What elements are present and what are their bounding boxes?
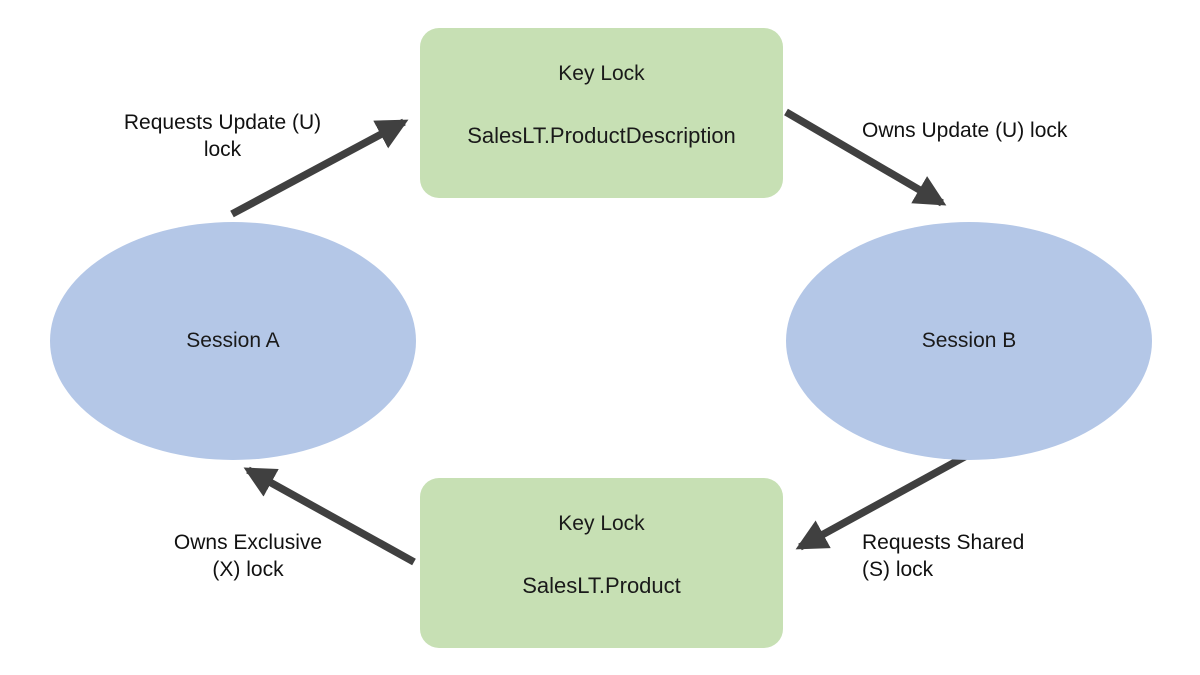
edge-session-b-to-key-lock-product	[795, 451, 970, 551]
node-key-lock-product-description-subtitle: SalesLT.ProductDescription	[467, 123, 736, 148]
edge-key-lock-product-to-session-a	[243, 466, 416, 566]
node-key-lock-product[interactable]: Key Lock SalesLT.Product	[420, 478, 783, 648]
edge-session-a-to-key-lock-product-description	[230, 118, 409, 218]
node-key-lock-product-description[interactable]: Key Lock SalesLT.ProductDescription	[420, 28, 783, 198]
edge-label-owns-update-u-lock: Owns Update (U) lock	[862, 119, 1068, 142]
edge-label-requests-update-u-lock: Requests Update (U) lock	[123, 111, 322, 161]
edge-label-requests-shared-s-lock: Requests Shared (S) lock	[862, 531, 1025, 581]
node-session-b[interactable]: Session B	[786, 222, 1152, 460]
node-session-b-label: Session B	[921, 329, 1017, 353]
node-key-lock-product-description-title: Key Lock	[558, 62, 645, 85]
node-session-a-label: Session A	[186, 329, 280, 353]
node-session-a[interactable]: Session A	[50, 222, 416, 460]
edge-label-owns-exclusive-x-lock: Owns Exclusive (X) lock	[173, 531, 323, 581]
node-key-lock-product-subtitle: SalesLT.Product	[522, 573, 681, 598]
edge-key-lock-product-description-to-session-b	[784, 108, 947, 207]
node-key-lock-product-title: Key Lock	[558, 512, 645, 535]
